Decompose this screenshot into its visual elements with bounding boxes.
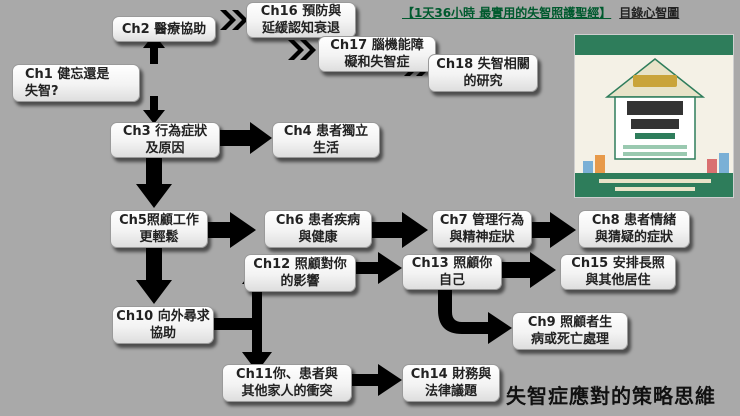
book-cover-image [574,34,734,198]
arrow-ch11-ch14 [352,364,402,396]
node-ch3[interactable]: Ch3 行為症狀 及原因 [110,122,220,158]
node-ch8[interactable]: Ch8 患者情緒 與猜疑的症狀 [578,210,690,248]
arrow-ch2-ch16-a [220,10,236,30]
arrow-ch10-branch [214,318,256,330]
arrow-ch6-ch7 [372,212,428,248]
node-ch11[interactable]: Ch11你、患者與 其他家人的衝突 [222,364,352,402]
node-ch5[interactable]: Ch5照顧工作 更輕鬆 [110,210,208,248]
arrow-ch7-ch8 [526,212,576,248]
node-ch12[interactable]: Ch12 照顧對你 的影響 [244,254,356,292]
node-ch17[interactable]: Ch17 腦機能障 礙和失智症 [318,36,436,72]
arrow-ch10-ch11 [242,318,272,372]
node-ch14[interactable]: Ch14 財務與 法律議題 [402,364,500,402]
page-title: 【1天36小時 最實用的失智照護聖經】目錄心智圖 [402,4,679,22]
node-ch7[interactable]: Ch7 管理行為 與精神症狀 [432,210,532,248]
node-ch15[interactable]: Ch15 安排長照 與其他居住 [560,254,676,290]
node-ch4[interactable]: Ch4 患者獨立 生活 [272,122,380,158]
node-ch13[interactable]: Ch13 照顧你 自己 [402,254,502,290]
node-ch18[interactable]: Ch18 失智相關 的研究 [428,54,538,92]
node-ch1[interactable]: Ch1 健忘還是 失智? [12,64,140,102]
arrow-ch13-ch9 [438,286,512,344]
arrow-ch13-ch15 [500,252,556,288]
arrow-ch5-ch10 [136,246,172,304]
node-ch2[interactable]: Ch2 醫療協助 [112,16,216,42]
mindmap-subtitle: 目錄心智圖 [619,6,680,20]
node-ch16[interactable]: Ch16 預防與 延緩認知衰退 [246,2,356,38]
footer-caption: 失智症應對的策略思維 [506,384,716,408]
arrow-ch16-ch17-a [288,40,304,60]
arrow-ch16-ch17-b [300,40,316,60]
arrow-ch1-ch3 [143,96,165,124]
arrow-ch3-ch4 [220,122,272,154]
arrow-ch12-ch13 [356,252,402,284]
arrow-ch5-ch6 [198,212,256,248]
arrow-ch2-ch16-b [232,10,248,30]
node-ch6[interactable]: Ch6 患者疾病 與健康 [264,210,372,248]
book-title: 【1天36小時 最實用的失智照護聖經】 [402,6,612,20]
node-ch10[interactable]: Ch10 向外尋求 協助 [112,306,214,344]
arrow-ch3-ch5 [136,156,172,208]
node-ch9[interactable]: Ch9 照顧者生 病或死亡處理 [512,312,628,350]
